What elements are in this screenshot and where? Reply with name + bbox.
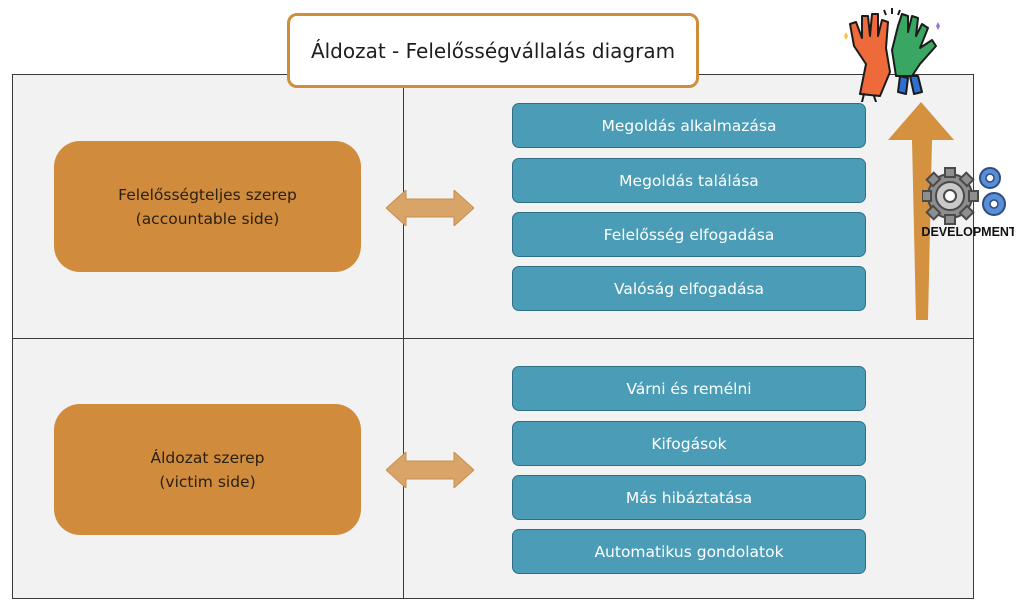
diagram-title: Áldozat - Felelősségvállalás diagram xyxy=(287,13,699,88)
double-arrow-icon-bottom xyxy=(386,452,474,488)
development-gears-icon: DEVELOPMENT xyxy=(922,167,1014,239)
accountable-step-label: Megoldás alkalmazása xyxy=(601,116,777,135)
victim-step: Kifogások xyxy=(512,421,866,466)
victim-step-label: Várni és remélni xyxy=(626,379,752,398)
development-up-arrow-icon xyxy=(888,102,954,320)
victim-step-label: Kifogások xyxy=(651,434,727,453)
victim-role-label: Áldozat szerep xyxy=(150,448,265,467)
development-label: DEVELOPMENT xyxy=(922,225,1014,239)
double-arrow-icon-top xyxy=(386,190,474,226)
accountable-step: Megoldás alkalmazása xyxy=(512,103,866,148)
accountable-step-label: Felelősség elfogadása xyxy=(603,225,775,244)
victim-role-box: Áldozat szerep (victim side) xyxy=(54,404,361,535)
accountable-step: Felelősség elfogadása xyxy=(512,212,866,257)
victim-role-sublabel: (victim side) xyxy=(159,472,256,491)
accountable-step: Megoldás találása xyxy=(512,158,866,203)
vertical-divider xyxy=(403,74,404,599)
victim-step: Várni és remélni xyxy=(512,366,866,411)
victim-step-label: Automatikus gondolatok xyxy=(594,542,784,561)
accountable-step: Valóság elfogadása xyxy=(512,266,866,311)
accountable-role-box: Felelősségteljes szerep (accountable sid… xyxy=(54,141,361,272)
accountable-role-sublabel: (accountable side) xyxy=(135,209,280,228)
horizontal-divider xyxy=(12,338,974,339)
high-five-hands-icon xyxy=(844,8,940,102)
victim-step: Más hibáztatása xyxy=(512,475,866,520)
victim-step-label: Más hibáztatása xyxy=(625,488,753,507)
accountable-step-label: Megoldás találása xyxy=(619,171,759,190)
accountable-role-label: Felelősségteljes szerep xyxy=(118,185,297,204)
accountable-step-label: Valóság elfogadása xyxy=(613,279,765,298)
diagram-title-text: Áldozat - Felelősségvállalás diagram xyxy=(310,38,676,63)
victim-step: Automatikus gondolatok xyxy=(512,529,866,574)
